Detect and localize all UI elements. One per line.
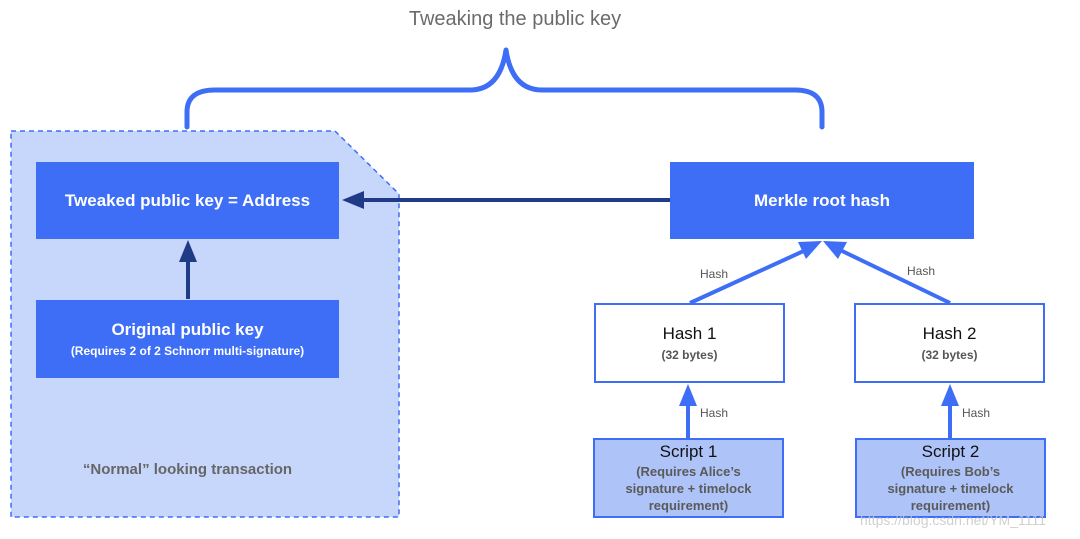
script1-description: (Requires Alice’s signature + timelock r… <box>625 463 751 514</box>
hash2-box: Hash 2 (32 bytes) <box>854 303 1045 383</box>
hash1-sublabel: (32 bytes) <box>661 348 718 362</box>
hash2-to-root-arrowhead <box>823 241 847 259</box>
original-public-key-label: Original public key <box>111 320 264 339</box>
hash1-label: Hash 1 <box>662 324 717 343</box>
script2-to-hash2-label: Hash <box>962 406 991 420</box>
hash1-to-root-arrow <box>689 247 809 305</box>
normal-transaction-label: “Normal” looking transaction <box>82 461 293 478</box>
original-to-tweaked-arrowhead <box>179 240 197 262</box>
script2-line3: requirement) <box>910 498 991 513</box>
script2-line2: signature + timelock <box>887 481 1014 496</box>
root-to-address-arrowhead <box>342 191 364 209</box>
hash2-label: Hash 2 <box>922 324 977 343</box>
hash2-to-root-arrow <box>837 247 951 305</box>
original-public-key-sublabel: (Requires 2 of 2 Schnorr multi-signature… <box>70 344 305 358</box>
hash1-box: Hash 1 (32 bytes) <box>594 303 785 383</box>
tweaked-public-key-label: Tweaked public key = Address <box>64 190 311 210</box>
script2-box: Script 2 (Requires Bob’s signature + tim… <box>855 438 1046 518</box>
script1-label: Script 1 <box>659 442 718 461</box>
diagram-title: Tweaking the public key <box>408 8 622 30</box>
script1-to-hash1-arrowhead <box>679 384 697 406</box>
curly-brace <box>184 47 825 130</box>
original-public-key-box: Original public key (Requires 2 of 2 Sch… <box>36 300 339 378</box>
hash1-to-root-label: Hash <box>700 267 729 281</box>
hash1-to-root-arrowhead <box>798 241 822 259</box>
tweaked-public-key-box: Tweaked public key = Address <box>36 162 339 239</box>
merkle-root-box: Merkle root hash <box>670 162 974 239</box>
watermark: https://blog.csdn.net/YM_1111 <box>860 512 1047 528</box>
hash2-to-root-label: Hash <box>907 264 936 278</box>
script2-label: Script 2 <box>921 442 980 461</box>
script1-to-hash1-label: Hash <box>700 406 729 420</box>
script1-line3: requirement) <box>648 498 729 513</box>
script2-description: (Requires Bob’s signature + timelock req… <box>887 463 1013 514</box>
hash2-sublabel: (32 bytes) <box>921 348 978 362</box>
script1-box: Script 1 (Requires Alice’s signature + t… <box>593 438 784 518</box>
script1-line1: (Requires Alice’s <box>636 464 741 479</box>
script1-line2: signature + timelock <box>625 481 752 496</box>
merkle-root-label: Merkle root hash <box>753 190 891 210</box>
script2-to-hash2-arrowhead <box>941 384 959 406</box>
script2-line1: (Requires Bob’s <box>900 464 1001 479</box>
